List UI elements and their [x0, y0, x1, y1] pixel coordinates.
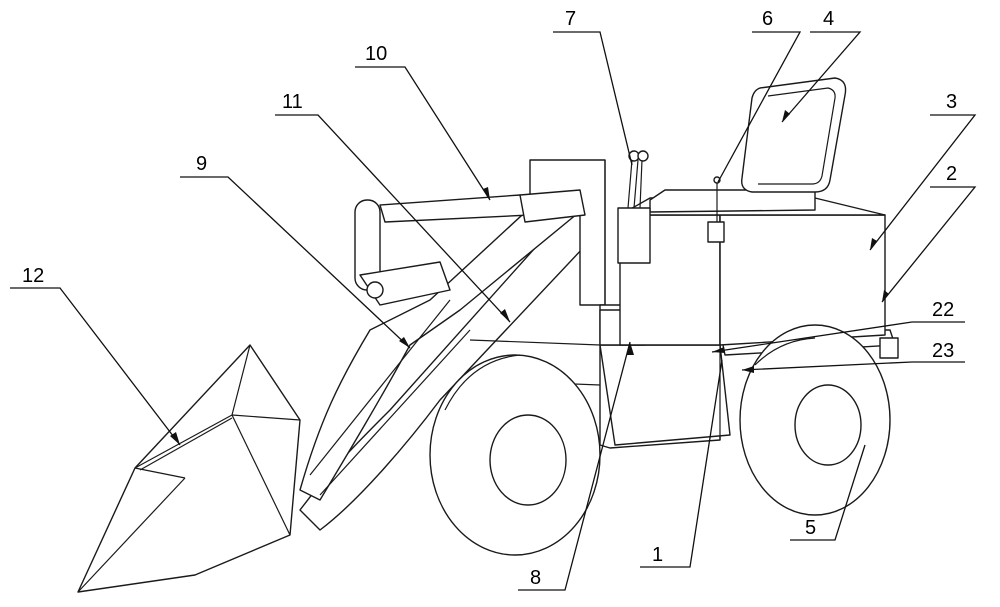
leader-10 — [355, 66, 491, 201]
callout-11: 11 — [282, 91, 303, 113]
bucket — [77, 344, 301, 593]
leader-2 — [881, 186, 977, 303]
callout-10: 10 — [365, 43, 387, 65]
callout-labels: 12 9 11 10 7 6 4 3 2 22 23 5 1 8 — [22, 8, 957, 589]
leader-8 — [518, 341, 631, 591]
leader-12 — [10, 287, 181, 446]
arrow-heads — [170, 110, 889, 445]
control-levers — [617, 150, 725, 264]
leader-lines — [10, 31, 977, 591]
rear-wheel — [739, 324, 891, 516]
leader-7 — [553, 31, 633, 166]
front-wheel — [429, 354, 601, 556]
leader-3 — [869, 114, 977, 251]
lift-cylinder — [354, 194, 531, 306]
callout-3: 3 — [946, 91, 957, 113]
leader-6 — [717, 31, 802, 183]
callout-8: 8 — [530, 567, 541, 589]
callout-23: 23 — [932, 340, 954, 362]
leader-23 — [741, 361, 965, 371]
leader-4 — [781, 31, 862, 123]
seat — [649, 77, 847, 213]
leader-1 — [640, 359, 723, 568]
callout-12: 12 — [22, 265, 44, 287]
callout-7: 7 — [565, 8, 576, 30]
callout-4: 4 — [823, 8, 834, 30]
callout-22: 22 — [932, 299, 954, 321]
leader-9 — [180, 176, 411, 349]
callout-6: 6 — [762, 8, 773, 30]
leader-5 — [790, 444, 866, 541]
callout-1: 1 — [652, 544, 663, 566]
callout-5: 5 — [805, 517, 816, 539]
leader-11 — [275, 114, 511, 323]
mast — [519, 159, 606, 340]
callout-2: 2 — [946, 163, 957, 185]
leader-22 — [711, 321, 965, 353]
boom-arm — [299, 169, 601, 531]
callout-9: 9 — [196, 153, 207, 175]
